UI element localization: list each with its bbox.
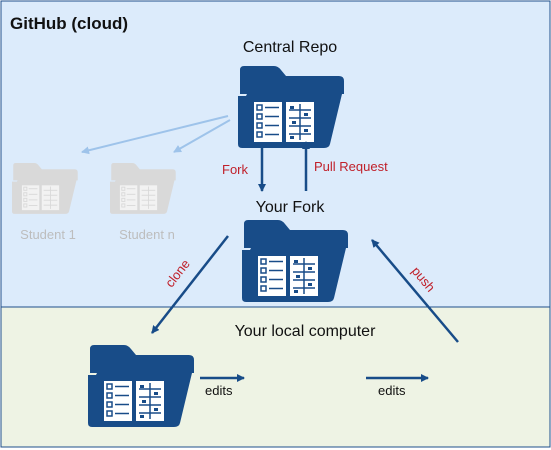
cloud-region-title: GitHub (cloud) bbox=[10, 14, 128, 33]
push-arrow bbox=[371, 239, 459, 343]
edits-arrow-2-label: edits bbox=[378, 383, 406, 398]
student-n-label: Student n bbox=[119, 227, 175, 242]
local-region-title: Your local computer bbox=[235, 323, 376, 340]
central-repo-label: Central Repo bbox=[243, 39, 337, 56]
student-1-folder-icon bbox=[11, 162, 79, 215]
edits-arrow-1-label: edits bbox=[205, 383, 233, 398]
central-to-student-1-arrow bbox=[81, 115, 229, 155]
student-1-label: Student 1 bbox=[20, 227, 76, 242]
central-repo-folder-icon bbox=[237, 65, 345, 149]
local-repo-folder-icon bbox=[87, 344, 195, 428]
clone-arrow bbox=[151, 235, 229, 334]
central-to-student-n-arrow bbox=[173, 119, 231, 153]
student-n-folder-icon bbox=[109, 162, 177, 215]
your-fork-label: Your Fork bbox=[256, 199, 326, 216]
pull-request-arrow-label: Pull Request bbox=[314, 159, 388, 174]
fork-arrow-label: Fork bbox=[222, 162, 249, 177]
your-fork-folder-icon bbox=[241, 219, 349, 303]
